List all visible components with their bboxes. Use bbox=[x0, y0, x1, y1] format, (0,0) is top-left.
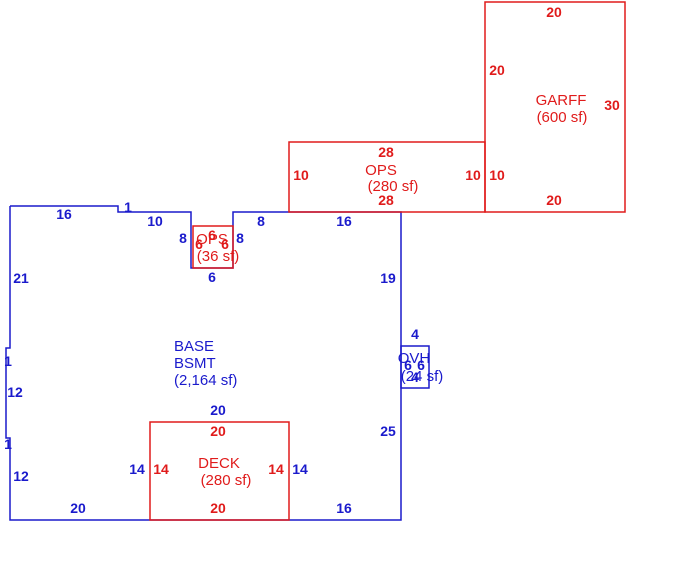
dim-base-deck-top: 20 bbox=[210, 402, 226, 418]
dim-base-notch-bottom: 6 bbox=[208, 269, 216, 285]
garff-area: (600 sf) bbox=[537, 109, 588, 126]
dim-base-left-jog-2: 1 bbox=[4, 436, 12, 452]
dim-garff-left: 20 bbox=[489, 62, 505, 78]
dim-base-top-right-b: 16 bbox=[336, 213, 352, 229]
deck-area: (280 sf) bbox=[201, 472, 252, 489]
base-name-line1: BASE bbox=[174, 338, 214, 355]
ovh-outline bbox=[400, 345, 430, 389]
dim-ops-right: 10 bbox=[465, 167, 481, 183]
dim-garff-bottom: 20 bbox=[546, 192, 562, 208]
dim-deck-bottom: 20 bbox=[210, 500, 226, 516]
dim-base-left-upper: 21 bbox=[13, 270, 29, 286]
dim-base-right-upper: 19 bbox=[380, 270, 396, 286]
ovh-area: (24 sf) bbox=[401, 368, 444, 385]
dim-ovh-top: 4 bbox=[411, 326, 419, 342]
ops-area: (280 sf) bbox=[368, 178, 419, 195]
dim-base-left-jog-1: 1 bbox=[4, 353, 12, 369]
ops-small-area: (36 sf) bbox=[197, 248, 240, 265]
dim-garff-top: 20 bbox=[546, 4, 562, 20]
dim-garff-right: 30 bbox=[604, 97, 620, 113]
dim-base-step: 1 bbox=[124, 199, 132, 215]
dim-base-left-lower: 12 bbox=[13, 468, 29, 484]
dim-base-top-right-a: 8 bbox=[257, 213, 265, 229]
dim-ops-small-right: 6 bbox=[221, 236, 229, 252]
ops-small-outline bbox=[192, 225, 234, 269]
dim-deck-right: 14 bbox=[268, 461, 284, 477]
ovh-name: OVH bbox=[398, 350, 431, 367]
deck-outline bbox=[149, 421, 290, 521]
dim-ops-top: 28 bbox=[378, 144, 394, 160]
dim-ops-small-left: 6 bbox=[195, 236, 203, 252]
base-area: (2,164 sf) bbox=[174, 372, 237, 389]
dim-base-left-mid: 12 bbox=[7, 384, 23, 400]
dim-base-deck-left: 14 bbox=[129, 461, 145, 477]
dim-base-right-lower: 25 bbox=[380, 423, 396, 439]
dim-garff-lower-left: 10 bbox=[489, 167, 505, 183]
garff-outline bbox=[484, 1, 626, 213]
garff-name: GARFF bbox=[536, 92, 587, 109]
dim-deck-left: 14 bbox=[153, 461, 169, 477]
dim-ops-left: 10 bbox=[293, 167, 309, 183]
dim-ovh-bottom: 4 bbox=[411, 369, 419, 385]
base-name-line2: BSMT bbox=[174, 355, 216, 372]
dim-deck-top: 20 bbox=[210, 423, 226, 439]
dim-base-notch-left: 8 bbox=[179, 230, 187, 246]
dim-ovh-left: 6 bbox=[404, 357, 412, 373]
dim-ovh-right: 6 bbox=[417, 357, 425, 373]
ops-name: OPS bbox=[365, 162, 397, 179]
deck-name: DECK bbox=[198, 455, 240, 472]
dim-base-bottom-left: 20 bbox=[70, 500, 86, 516]
dim-ops-bottom: 28 bbox=[378, 192, 394, 208]
dim-base-top-left: 16 bbox=[56, 206, 72, 222]
ops-small-name: OPS bbox=[196, 231, 228, 248]
dim-base-top-mid: 10 bbox=[147, 213, 163, 229]
dim-base-bottom-right: 16 bbox=[336, 500, 352, 516]
dim-base-notch-right: 8 bbox=[236, 230, 244, 246]
dim-ops-small-top: 6 bbox=[208, 227, 216, 243]
dim-base-deck-right: 14 bbox=[292, 461, 308, 477]
